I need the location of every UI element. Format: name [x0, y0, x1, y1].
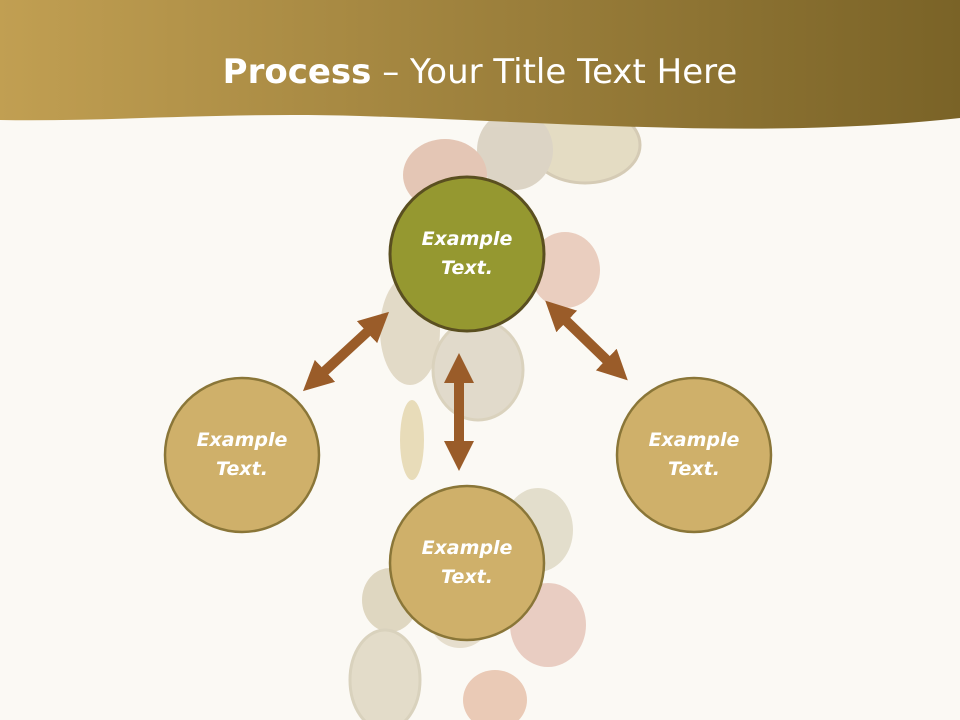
node-left[interactable]	[163, 376, 321, 534]
node-bottom-label: Example Text.	[392, 534, 542, 592]
node-top-line2: Text.	[441, 257, 493, 279]
node-left-line2: Text.	[216, 458, 268, 480]
slide-title: Process – Your Title Text Here	[0, 52, 960, 92]
connector-arrows	[302, 300, 628, 471]
node-right[interactable]	[615, 376, 773, 534]
arrow-top-right	[545, 300, 628, 381]
node-right-line2: Text.	[668, 458, 720, 480]
node-right-line1: Example	[648, 429, 740, 451]
node-top[interactable]	[388, 175, 546, 333]
node-left-line1: Example	[196, 429, 288, 451]
title-bold: Process	[222, 52, 372, 92]
node-bottom[interactable]	[388, 484, 546, 642]
node-bottom-line1: Example	[421, 537, 513, 559]
arrow-top-left	[302, 311, 390, 392]
title-banner	[0, 0, 960, 129]
node-bottom-line2: Text.	[441, 566, 493, 588]
node-right-label: Example Text.	[619, 426, 769, 484]
title-separator: –	[371, 52, 411, 92]
title-rest: Your Title Text Here	[410, 52, 738, 92]
node-top-label: Example Text.	[392, 225, 542, 283]
node-left-label: Example Text.	[167, 426, 317, 484]
node-top-line1: Example	[421, 228, 513, 250]
